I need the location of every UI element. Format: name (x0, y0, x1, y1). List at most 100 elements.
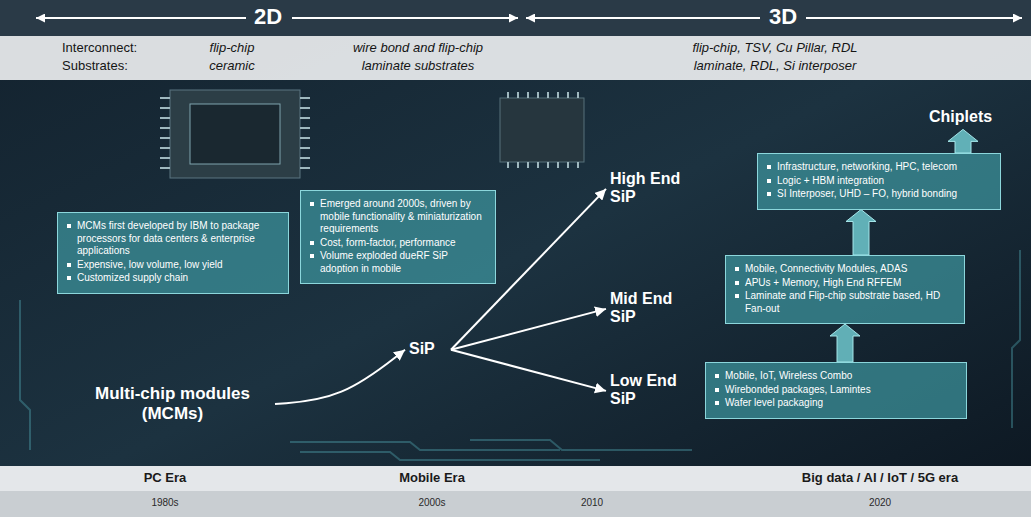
tier-title: Low End SiP (606, 370, 706, 412)
bullet-marker (735, 294, 739, 298)
bullet-text: Infrastructure, networking, HPC, telecom (777, 161, 957, 174)
text-row: APUs + Memory, High End RFFEM (735, 277, 955, 290)
text-row: Customized supply chain (67, 272, 279, 285)
row-value: flip-chip (210, 41, 255, 56)
text-row: Mid End SiP (610, 290, 702, 327)
row-value: flip-chip, TSV, Cu Pillar, RDL (692, 41, 857, 56)
row-heading: Interconnect: (62, 41, 137, 56)
text-row: Wafer level packaging (715, 397, 957, 410)
year-band (0, 491, 1031, 517)
top-strip (0, 0, 1031, 36)
dimension-label: 3D (769, 4, 797, 29)
text-row: Cost, form-factor, performance (310, 237, 486, 250)
text-row: MCMs first developed by IBM to package p… (67, 220, 279, 258)
bullet-marker (735, 267, 739, 271)
bullet-text: Cost, form-factor, performance (320, 237, 456, 250)
description-box: Mobile, IoT, Wireless ComboWirebonded pa… (705, 362, 967, 419)
text-row: Wirebonded packages, Lamintes (715, 384, 957, 397)
span-arrow (806, 17, 1022, 19)
bullet-marker (715, 401, 719, 405)
chip-pins (508, 92, 578, 168)
bullet-text: Mobile, IoT, Wireless Combo (725, 370, 852, 383)
chip-package (500, 98, 584, 162)
title-text: High End SiP (610, 170, 680, 205)
bullet-marker (715, 374, 719, 378)
text-row: Multi-chip modules (MCMs) (74, 384, 271, 423)
bullet-marker (67, 276, 71, 280)
text-row: Mobile, IoT, Wireless Combo (715, 370, 957, 383)
title-text: SiP (409, 340, 435, 357)
description-box: MCMs first developed by IBM to package p… (57, 212, 289, 294)
text-row: Volume exploded dueRF SiP adoption in mo… (310, 250, 486, 275)
progression-arrow (830, 324, 860, 362)
span-arrow (292, 17, 518, 19)
interconnect-band (0, 36, 1031, 80)
title-text: Chiplets (929, 108, 992, 125)
bullet-text: Logic + HBM integration (777, 175, 884, 188)
tier-title: Mid End SiP (606, 288, 706, 330)
row-value: wire bond and flip-chip (353, 41, 483, 56)
row-value: laminate substrates (362, 59, 475, 74)
bullet-text: Emerged around 2000s, driven by mobile f… (320, 198, 486, 236)
stage-title: Chiplets (925, 106, 1015, 129)
bullet-text: Expensive, low volume, low yield (77, 259, 223, 272)
description-box: Infrastructure, networking, HPC, telecom… (757, 153, 1001, 210)
era-label: PC Era (144, 471, 187, 486)
description-box: Emerged around 2000s, driven by mobile f… (300, 190, 496, 284)
chip-pins (160, 98, 310, 168)
title-text: Low End SiP (610, 372, 677, 407)
bullet-text: Wafer level packaging (725, 397, 823, 410)
chip-illustration (20, 90, 1020, 460)
title-text: Multi-chip modules (MCMs) (95, 384, 250, 423)
bullet-marker (767, 179, 771, 183)
bullet-marker (67, 224, 71, 228)
era-label: Mobile Era (399, 471, 465, 486)
bullet-text: Wirebonded packages, Lamintes (725, 384, 871, 397)
tier-title: High End SiP (606, 168, 706, 210)
flow-arrow (451, 309, 606, 350)
row-value: ceramic (209, 59, 255, 74)
text-row: Logic + HBM integration (767, 175, 991, 188)
bullet-text: Laminate and Flip-chip substrate based, … (745, 290, 955, 315)
bullet-text: Mobile, Connectivity Modules, ADAS (745, 263, 907, 276)
bullet-text: MCMs first developed by IBM to package p… (77, 220, 279, 258)
year-label: 1980s (151, 497, 178, 509)
year-label: 2000s (418, 497, 445, 509)
flow-arrow (451, 350, 606, 391)
era-label: Big data / AI / IoT / 5G era (802, 471, 958, 486)
chip-die (190, 104, 280, 164)
bullet-marker (67, 263, 71, 267)
bullet-marker (310, 202, 314, 206)
text-row: Expensive, low volume, low yield (67, 259, 279, 272)
text-row: SI Interposer, UHD – FO, hybrid bonding (767, 188, 991, 201)
bullet-marker (715, 388, 719, 392)
chip-package (170, 90, 300, 178)
text-row: Low End SiP (610, 372, 702, 409)
text-row: Mobile, Connectivity Modules, ADAS (735, 263, 955, 276)
dimension-label: 2D (254, 4, 282, 29)
span-arrow (36, 17, 246, 19)
progression-arrow (846, 210, 876, 256)
text-row: SiP (409, 340, 447, 358)
year-label: 2020 (869, 497, 891, 509)
year-label: 2010 (581, 497, 603, 509)
text-row: High End SiP (610, 170, 702, 207)
row-heading: Substrates: (62, 59, 128, 74)
bullet-text: SI Interposer, UHD – FO, hybrid bonding (777, 188, 957, 201)
bullet-marker (310, 241, 314, 245)
stage-title: Multi-chip modules (MCMs) (70, 382, 275, 426)
bullet-text: APUs + Memory, High End RFFEM (745, 277, 901, 290)
progression-arrow (948, 129, 978, 153)
text-row: Laminate and Flip-chip substrate based, … (735, 290, 955, 315)
era-band (0, 466, 1031, 491)
bullet-text: Volume exploded dueRF SiP adoption in mo… (320, 250, 486, 275)
stage-title: SiP (405, 338, 451, 361)
bullet-marker (310, 254, 314, 258)
bullet-marker (735, 281, 739, 285)
bullet-text: Customized supply chain (77, 272, 188, 285)
bullet-marker (767, 165, 771, 169)
flow-arrow (275, 350, 405, 404)
text-row: Infrastructure, networking, HPC, telecom (767, 161, 991, 174)
text-row: Chiplets (929, 108, 1011, 126)
